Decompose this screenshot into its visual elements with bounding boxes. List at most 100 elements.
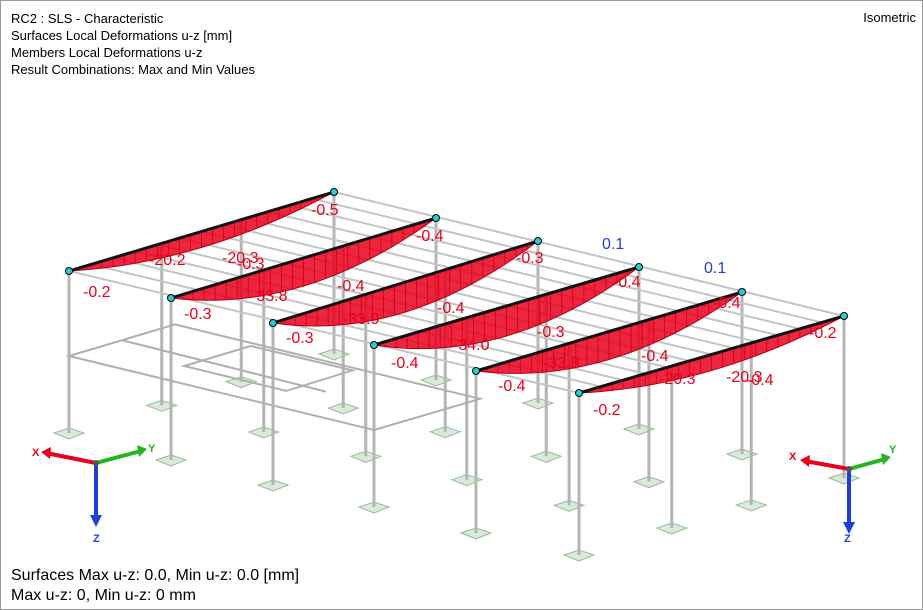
members-extreme-values: Max u-z: 0, Min u-z: 0 mm [11,587,196,604]
result-value-positive: 0.1 [602,236,624,253]
footing [734,499,768,512]
nodal-supports [52,348,861,562]
y-axis-arrowhead [881,453,891,465]
node [432,214,440,222]
axis-origin [846,466,852,472]
rafter-diagram [472,288,746,375]
node [635,263,643,271]
footing [725,448,759,461]
result-value: -0.3 [184,306,212,323]
footing [256,479,290,492]
node [738,288,746,296]
footing [450,474,484,487]
result-value: -33.9 [343,311,380,328]
x-axis-arrowhead [800,455,810,467]
x-axis-label: X [789,451,797,463]
rafter-diagram [575,312,848,397]
result-value: -20.3 [659,371,696,388]
footing [562,549,596,562]
rafter-diagram [269,237,542,327]
z-axis-label: Z [93,533,100,545]
footing [326,402,360,415]
x-axis-arrow [804,459,850,471]
axis-origin [93,460,99,466]
y-axis-arrow [848,457,886,471]
purlin [333,191,845,317]
footing [247,426,281,439]
result-value-positive: 0.1 [704,260,726,277]
rafter-line [475,290,743,373]
load-case-title: RC2 : SLS - Characteristic [11,11,164,26]
node [330,188,338,196]
result-value: -0.3 [286,330,314,347]
slab-beam [121,339,327,393]
result-value: -20.3 [726,369,763,386]
footing [459,527,493,540]
node [534,237,542,245]
footing [145,399,179,412]
z-axis-label: Z [844,533,851,545]
result-value: -0.4 [416,228,444,245]
node [472,367,480,375]
footing [419,374,453,387]
result-value: -0.4 [337,278,365,295]
result-value: -0.2 [83,284,111,301]
rafter-line [170,216,437,300]
result-value: -0.4 [391,355,419,372]
floor-slab-outline [65,323,484,432]
y-axis-arrowhead [137,445,147,457]
footing [827,472,861,485]
rafter-line [373,265,640,347]
result-value: -0.4 [641,348,669,365]
result-type-surfaces: Surfaces Local Deformations u-z [mm] [11,28,233,43]
z-axis-arrowhead [90,515,102,527]
footing [357,501,391,514]
purlin [311,197,823,324]
footing [622,423,656,436]
z-axis-arrowhead [843,522,855,534]
y-axis-arrow [95,449,142,465]
node [575,389,583,397]
result-combination-info: Result Combinations: Max and Min Values [11,62,255,77]
result-value: -33.8 [543,355,580,372]
result-value: -20.2 [149,252,186,269]
axis-triad-left: X Y Z [32,443,156,545]
result-value: -0.4 [498,378,526,395]
node [167,294,175,302]
result-value: -0.2 [809,325,837,342]
node [370,341,378,349]
rafter-line [68,190,335,273]
node [269,319,277,327]
x-axis-arrowhead [41,447,51,459]
result-values-blue: 0.1 0.1 [602,236,726,277]
footing [428,426,462,439]
view-name: Isometric [863,10,916,25]
result-value: -0.2 [593,402,621,419]
result-value: -0.4 [613,274,641,291]
rafter-diagram [370,263,643,350]
rafter-diagram [65,188,338,275]
footing [52,427,86,440]
result-value: -20.3 [222,250,259,267]
footing [632,476,666,489]
result-value: -0.3 [537,324,565,341]
y-axis-label: Y [148,443,156,455]
result-value: -0.3 [237,256,265,273]
rafter-line [578,314,845,395]
node [65,267,73,275]
result-value: -34.0 [453,337,490,354]
result-value: -0.4 [713,295,741,312]
rafter-line [272,239,539,325]
slab-opening [180,344,357,392]
footing [529,450,563,463]
slab-outline [65,323,484,432]
result-value: -0.4 [437,300,465,317]
axis-triad-right: X Y Z [789,444,897,545]
footing [317,348,351,361]
result-value: -0.3 [516,250,544,267]
result-values-red: -0.2-20.2-20.3-0.3-33.8-0.3-33.9-0.4-34.… [83,202,837,419]
x-axis-arrow [45,451,97,465]
result-value: -33.8 [251,288,288,305]
